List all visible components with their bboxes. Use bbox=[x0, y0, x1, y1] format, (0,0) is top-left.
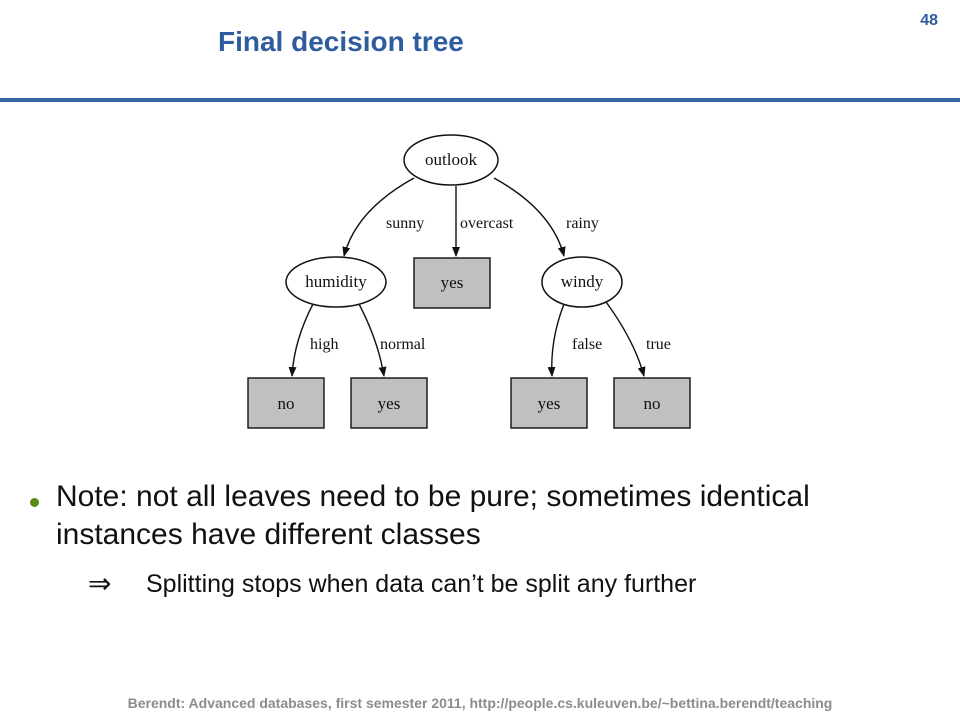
edge-rainy bbox=[493, 177, 566, 257]
leaf-high-no-label: no bbox=[278, 394, 295, 413]
leaf-normal-yes bbox=[350, 377, 428, 429]
leaf-overcast-yes bbox=[413, 257, 491, 309]
edge-true bbox=[605, 301, 646, 377]
edge-label-false: false bbox=[572, 336, 602, 353]
slide-number: 48 bbox=[920, 12, 938, 29]
node-outlook-label: outlook bbox=[425, 150, 477, 169]
edge-label-overcast: overcast bbox=[460, 215, 514, 232]
bullet-dot bbox=[30, 498, 39, 507]
leaf-false-yes-label: yes bbox=[538, 394, 561, 413]
leaf-high-no bbox=[247, 377, 325, 429]
slide-footer: Berendt: Advanced databases, first semes… bbox=[127, 695, 833, 711]
leaf-overcast-yes-label: yes bbox=[441, 273, 464, 292]
decision-tree-diagram: sunny overcast rainy high normal false t… bbox=[247, 134, 691, 429]
node-humidity-label: humidity bbox=[305, 272, 367, 291]
edge-sunny bbox=[342, 177, 415, 257]
slide-title: Final decision tree bbox=[218, 26, 464, 57]
edge-label-normal: normal bbox=[380, 336, 426, 353]
leaf-false-yes bbox=[510, 377, 588, 429]
edge-high bbox=[288, 301, 315, 377]
node-windy-label: windy bbox=[561, 272, 604, 291]
bullet-main-text: Note: not all leaves need to be pure; so… bbox=[56, 480, 810, 551]
node-windy bbox=[541, 256, 623, 308]
node-humidity bbox=[285, 256, 387, 308]
edge-label-rainy: rainy bbox=[566, 215, 599, 232]
leaf-normal-yes-label: yes bbox=[378, 394, 401, 413]
leaf-true-no-label: no bbox=[644, 394, 661, 413]
edge-label-sunny: sunny bbox=[386, 215, 424, 232]
edge-normal bbox=[357, 301, 387, 377]
edge-label-true: true bbox=[646, 336, 671, 353]
bullet-sub-text: Splitting stops when data can’t be split… bbox=[146, 570, 697, 598]
edge-label-high: high bbox=[310, 336, 338, 353]
implies-icon: ⇒ bbox=[88, 567, 112, 600]
edge-false bbox=[547, 303, 565, 377]
leaf-true-no bbox=[613, 377, 691, 429]
node-outlook bbox=[403, 134, 499, 186]
title-rule bbox=[0, 98, 960, 102]
